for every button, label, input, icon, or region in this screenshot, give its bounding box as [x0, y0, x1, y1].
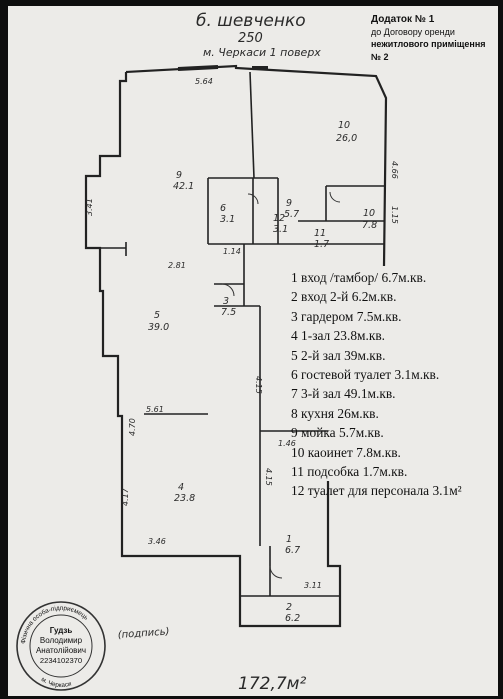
city-floor-label: м. Черкаси 1 поверх	[203, 46, 321, 59]
dim-bot-a: 3.46	[148, 537, 166, 546]
legend-item: 7 3-й зал 49.1м.кв.	[291, 386, 396, 402]
room-2-number: 2	[286, 602, 292, 613]
legend-item: 6 гостевой туалет 3.1м.кв.	[291, 366, 440, 382]
dim-mid-f: 1.46	[278, 439, 296, 448]
room-9-area: 5.7	[284, 209, 299, 220]
room-8-area: 26,0	[336, 133, 357, 144]
room-4-number: 4	[178, 482, 184, 493]
outer-walls	[84, 64, 388, 628]
north-east-wall	[125, 64, 388, 267]
legend-item: 5 2-й зал 39м.кв.	[291, 347, 386, 363]
stamp-name-3: Анатолійович	[36, 646, 86, 655]
room-12-area: 3.1	[273, 224, 288, 235]
dim-top: 5.64	[195, 77, 213, 86]
room-10-area: 7.8	[362, 220, 377, 231]
signature: (подпись)	[117, 626, 169, 641]
street-label: б. шевченко	[196, 11, 306, 31]
stamp-code: 2234102370	[40, 656, 82, 665]
room-5-number: 5	[154, 310, 160, 321]
legend-item: 4 1-зал 23.8м.кв.	[291, 328, 386, 344]
internal-walls	[100, 71, 384, 597]
dimension-labels: 5.64 4.66 1.15 3.41 1.14 2.81 5.61 4.15 …	[85, 77, 399, 590]
top-window-2	[177, 65, 219, 71]
door-swings	[221, 191, 341, 579]
room-3-area: 7.5	[221, 307, 236, 318]
room-8-number: 10	[338, 120, 350, 131]
room-11-number: 11	[314, 228, 326, 239]
room-7-area: 42.1	[173, 181, 194, 192]
legend-item: 12 туалет для персонала 3.1м²	[291, 483, 462, 499]
stamp-name-2: Володимир	[40, 636, 83, 645]
stamp-name-1: Гудзь	[50, 626, 73, 635]
room-1-number: 1	[286, 534, 292, 545]
appendix-line-4: № 2	[371, 52, 389, 62]
legend-item: 2 вход 2-й 6.2м.кв.	[291, 289, 397, 305]
appendix-line-2: до Договору оренди	[371, 27, 455, 37]
appendix-title: Додаток № 1	[371, 14, 435, 25]
room-6-area: 3.1	[220, 214, 235, 225]
legend-item: 8 кухня 26м.кв.	[291, 405, 379, 421]
legend-item: 9 мойка 5.7м.кв.	[291, 425, 384, 441]
room-5-area: 39.0	[148, 322, 169, 333]
dim-mid-g: 4.15	[264, 468, 273, 486]
dim-mid-c: 5.61	[146, 405, 164, 414]
door-swing-3	[329, 191, 341, 203]
room-4-area: 23.8	[174, 493, 195, 504]
legend-item: 10 каоинет 7.8м.кв.	[291, 444, 401, 460]
room-9-number: 9	[286, 198, 292, 209]
room-2-area: 6.2	[285, 613, 300, 624]
room-labels: 10 26,0 9 42.1 5 39.0 4 23.8 10 7.8 11 1…	[148, 120, 377, 624]
stamp: Фізична особа-підприємець м. Черкаси Гуд…	[16, 601, 106, 691]
total-area: 172,7м²	[238, 674, 306, 694]
legend-item: 1 вход /тамбор/ 6.7м.кв.	[291, 270, 427, 285]
wall-divider-top	[249, 71, 255, 179]
room-7-number: 9	[176, 170, 182, 181]
west-wall	[84, 72, 342, 628]
dim-mid-e: 4.70	[128, 418, 137, 436]
dim-mid-b: 2.81	[168, 261, 186, 270]
legend-item: 11 подсобка 1.7м.кв.	[291, 463, 408, 479]
stamp-inner-ring	[29, 614, 93, 678]
dim-right-a: 4.66	[390, 161, 399, 179]
door-swing-2	[247, 193, 259, 205]
room-11-area: 1.7	[314, 239, 329, 250]
dim-bot-c: 4.17	[121, 487, 130, 506]
dim-mid-d: 4.15	[254, 376, 263, 394]
dim-right-b: 1.15	[390, 206, 399, 224]
room-6-number: 6	[220, 203, 226, 214]
room-3-number: 3	[223, 296, 229, 307]
legend-item: 3 гардером 7.5м.кв.	[291, 308, 402, 324]
door-swing-1	[221, 283, 235, 297]
appendix-line-3: нежитлового приміщення	[371, 39, 486, 49]
room-1-area: 6.7	[285, 545, 300, 556]
dim-bot-b: 3.11	[304, 581, 322, 590]
door-swing-4	[269, 565, 283, 579]
dim-mid-a: 1.14	[223, 247, 241, 256]
floor-plan-drawing: б. шевченко 250 м. Черкаси 1 поверх Дода…	[16, 11, 486, 694]
room-legend: 1 вход /тамбор/ 6.7м.кв. 2 вход 2-й 6.2м…	[291, 268, 462, 501]
room-12-number: 12	[273, 213, 285, 224]
floor-plan-sheet: б. шевченко 250 м. Черкаси 1 поверх Дода…	[8, 6, 498, 696]
room-10-number: 10	[363, 208, 375, 219]
dim-left-a: 3.41	[85, 198, 94, 216]
house-number: 250	[238, 31, 263, 46]
stamp-outer-ring	[16, 601, 106, 691]
